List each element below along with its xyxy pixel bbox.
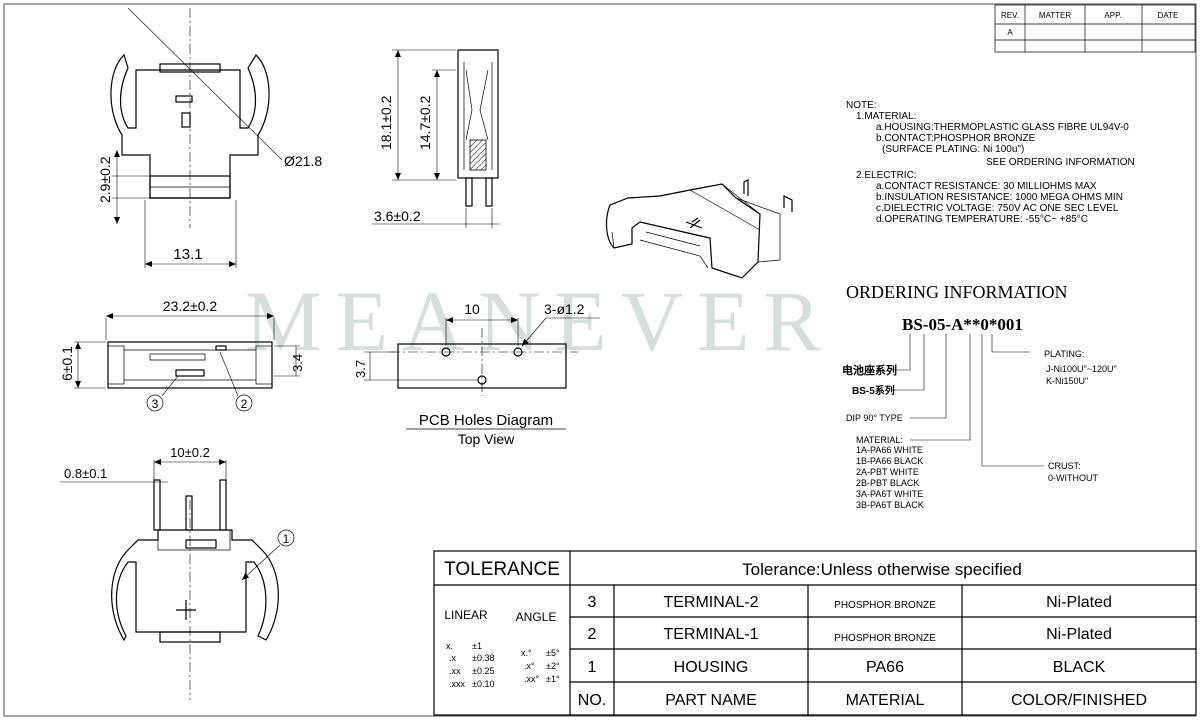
- tolerance-text: Tolerance:Unless otherwise specified: [742, 560, 1022, 579]
- app-header: APP.: [1104, 11, 1121, 20]
- rev-header: REV.: [1001, 11, 1019, 20]
- linear-key: .x: [449, 653, 457, 663]
- part-name: HOUSING: [674, 659, 749, 676]
- pin-pitch-label: 10±0.2: [170, 445, 210, 460]
- date-header: DATE: [1158, 11, 1179, 20]
- note-line: d.OPERATING TEMPERATURE: -55°C~ +85°C: [876, 214, 1088, 225]
- rev-value: A: [1007, 28, 1013, 37]
- isometric-view: [605, 179, 793, 279]
- linear-key: x.: [446, 641, 453, 651]
- note-line: a.CONTACT RESISTANCE: 30 MILLIOHMS MAX: [876, 181, 1097, 192]
- linear-value: ±1: [472, 641, 482, 651]
- note-line: b.INSULATION RESISTANCE: 1000 MEGA OHMS …: [876, 192, 1123, 203]
- material-option: 1B-PA66 BLACK: [856, 456, 923, 466]
- linear-label: LINEAR: [444, 608, 488, 622]
- bs5-cn: BS-5系列: [852, 384, 895, 397]
- watermark: MEANEVER: [245, 273, 835, 369]
- top-view: 23.2±0.2 6±0.1 3.4 3 2: [59, 298, 305, 412]
- notes-block: NOTE: 1.MATERIAL: a.HOUSING:THERMOPLASTI…: [846, 100, 1135, 225]
- callout-3: 3: [152, 397, 159, 411]
- inner-height-label: 14.7±0.2: [417, 95, 433, 150]
- angle-value: ±2°: [546, 661, 560, 671]
- pcb-holes-diagram: 10 3-ø1.2 3.7 PCB Holes Diagram Top View: [353, 301, 600, 447]
- pin-width-label: 0.8±0.1: [64, 466, 107, 481]
- note-line: c.DIELECTRIC VOLTAGE: 750V AC ONE SEC LE…: [876, 203, 1119, 214]
- pcb-subtitle: Top View: [458, 431, 515, 447]
- revision-block: REV. MATTER APP. DATE A: [994, 4, 1196, 53]
- angle-value: ±5°: [546, 648, 560, 658]
- angle-key: .x°: [524, 661, 535, 671]
- title-block: TOLERANCE Tolerance:Unless otherwise spe…: [433, 550, 1197, 716]
- part-no: 2: [588, 626, 597, 643]
- plating-option: J-Ni100U"~120U": [1046, 364, 1117, 374]
- plating-header: PLATING:: [1044, 349, 1084, 359]
- crust-option: 0-WITHOUT: [1048, 473, 1098, 483]
- thickness-label: 3.6±0.2: [374, 208, 421, 224]
- part-color: Ni-Plated: [1046, 626, 1112, 643]
- angle-label: ANGLE: [516, 610, 557, 624]
- linear-value: ±0.10: [472, 679, 494, 689]
- note-line: 2.ELECTRIC:: [856, 170, 917, 181]
- note-line: 1.MATERIAL:: [856, 111, 916, 122]
- diameter-label: Ø21.8: [284, 153, 322, 169]
- part-material: PA66: [866, 659, 904, 676]
- note-line: SEE ORDERING INFORMATION: [986, 157, 1135, 168]
- note-line: a.HOUSING:THERMOPLASTIC GLASS FIBRE UL94…: [876, 122, 1129, 133]
- offset-height-label: 6±0.1: [59, 346, 75, 381]
- sheet-border: [3, 3, 1197, 717]
- linear-key: .xx: [449, 666, 461, 676]
- ordering-information: ORDERING INFORMATION BS-05-A**0*001 电池座系…: [842, 282, 1117, 510]
- linear-value: ±0.25: [472, 666, 494, 676]
- note-line: b.CONTACT:PHOSPHOR BRONZE: [876, 133, 1036, 144]
- part-material: PHOSPHOR BRONZE: [834, 600, 936, 611]
- angle-key: x.°: [521, 648, 532, 658]
- length-label: 23.2±0.2: [163, 298, 218, 314]
- part-color: BLACK: [1053, 659, 1106, 676]
- part-name: TERMINAL-2: [663, 594, 758, 611]
- holes-label: 3-ø1.2: [544, 301, 585, 317]
- front-view: Ø21.8 2.9±0.2 13.1: [97, 7, 322, 268]
- crust-header: CRUST:: [1048, 461, 1081, 471]
- part-name: TERMINAL-1: [663, 626, 758, 643]
- side-view: 18.1±0.2 14.7±0.2 3.6±0.2: [372, 49, 500, 228]
- notes-header: NOTE:: [846, 100, 877, 111]
- material-option: 2A-PBT WHITE: [856, 467, 919, 477]
- ordering-code: BS-05-A**0*001: [902, 315, 1023, 334]
- material-header: MATERIAL:: [856, 435, 903, 445]
- header-no: NO.: [578, 692, 606, 709]
- angle-key: .xx°: [524, 674, 540, 684]
- material-option: 3A-PA6T WHITE: [856, 489, 923, 499]
- pitch-label: 10: [464, 301, 480, 317]
- bottom-view: 10±0.2 0.8±0.1 1: [60, 445, 295, 700]
- material-option: 2B-PBT BLACK: [856, 478, 919, 488]
- part-material: PHOSPHOR BRONZE: [834, 633, 936, 644]
- callout-1: 1: [283, 532, 290, 546]
- material-option: 3B-PA6T BLACK: [856, 500, 924, 510]
- ordering-title: ORDERING INFORMATION: [846, 282, 1068, 302]
- note-line: (SURFACE PLATING: Ni 100u"): [882, 144, 1024, 155]
- pcb-title: PCB Holes Diagram: [419, 412, 553, 429]
- dip-type: DIP 90° TYPE: [846, 413, 903, 423]
- part-no: 3: [588, 594, 597, 611]
- part-no: 1: [588, 659, 597, 676]
- header-color: COLOR/FINISHED: [1011, 692, 1147, 709]
- callout-2: 2: [241, 397, 248, 411]
- linear-value: ±0.38: [472, 653, 494, 663]
- overall-height-label: 18.1±0.2: [378, 95, 394, 150]
- matter-header: MATTER: [1039, 11, 1072, 20]
- angle-value: ±1°: [546, 674, 560, 684]
- header-part-name: PART NAME: [665, 692, 757, 709]
- plating-option: K-Ni150U": [1046, 376, 1088, 386]
- material-option: 1A-PA66 WHITE: [856, 445, 923, 455]
- tolerance-label: TOLERANCE: [444, 559, 560, 580]
- series-cn: 电池座系列: [842, 363, 897, 377]
- pcb-vertical-label: 3.7: [353, 360, 368, 378]
- header-material: MATERIAL: [846, 692, 925, 709]
- offset-label: 3.4: [290, 354, 305, 372]
- part-color: Ni-Plated: [1046, 594, 1112, 611]
- linear-key: .xxx: [449, 679, 466, 689]
- width-label: 13.1: [173, 246, 202, 263]
- height-label: 2.9±0.2: [97, 156, 113, 203]
